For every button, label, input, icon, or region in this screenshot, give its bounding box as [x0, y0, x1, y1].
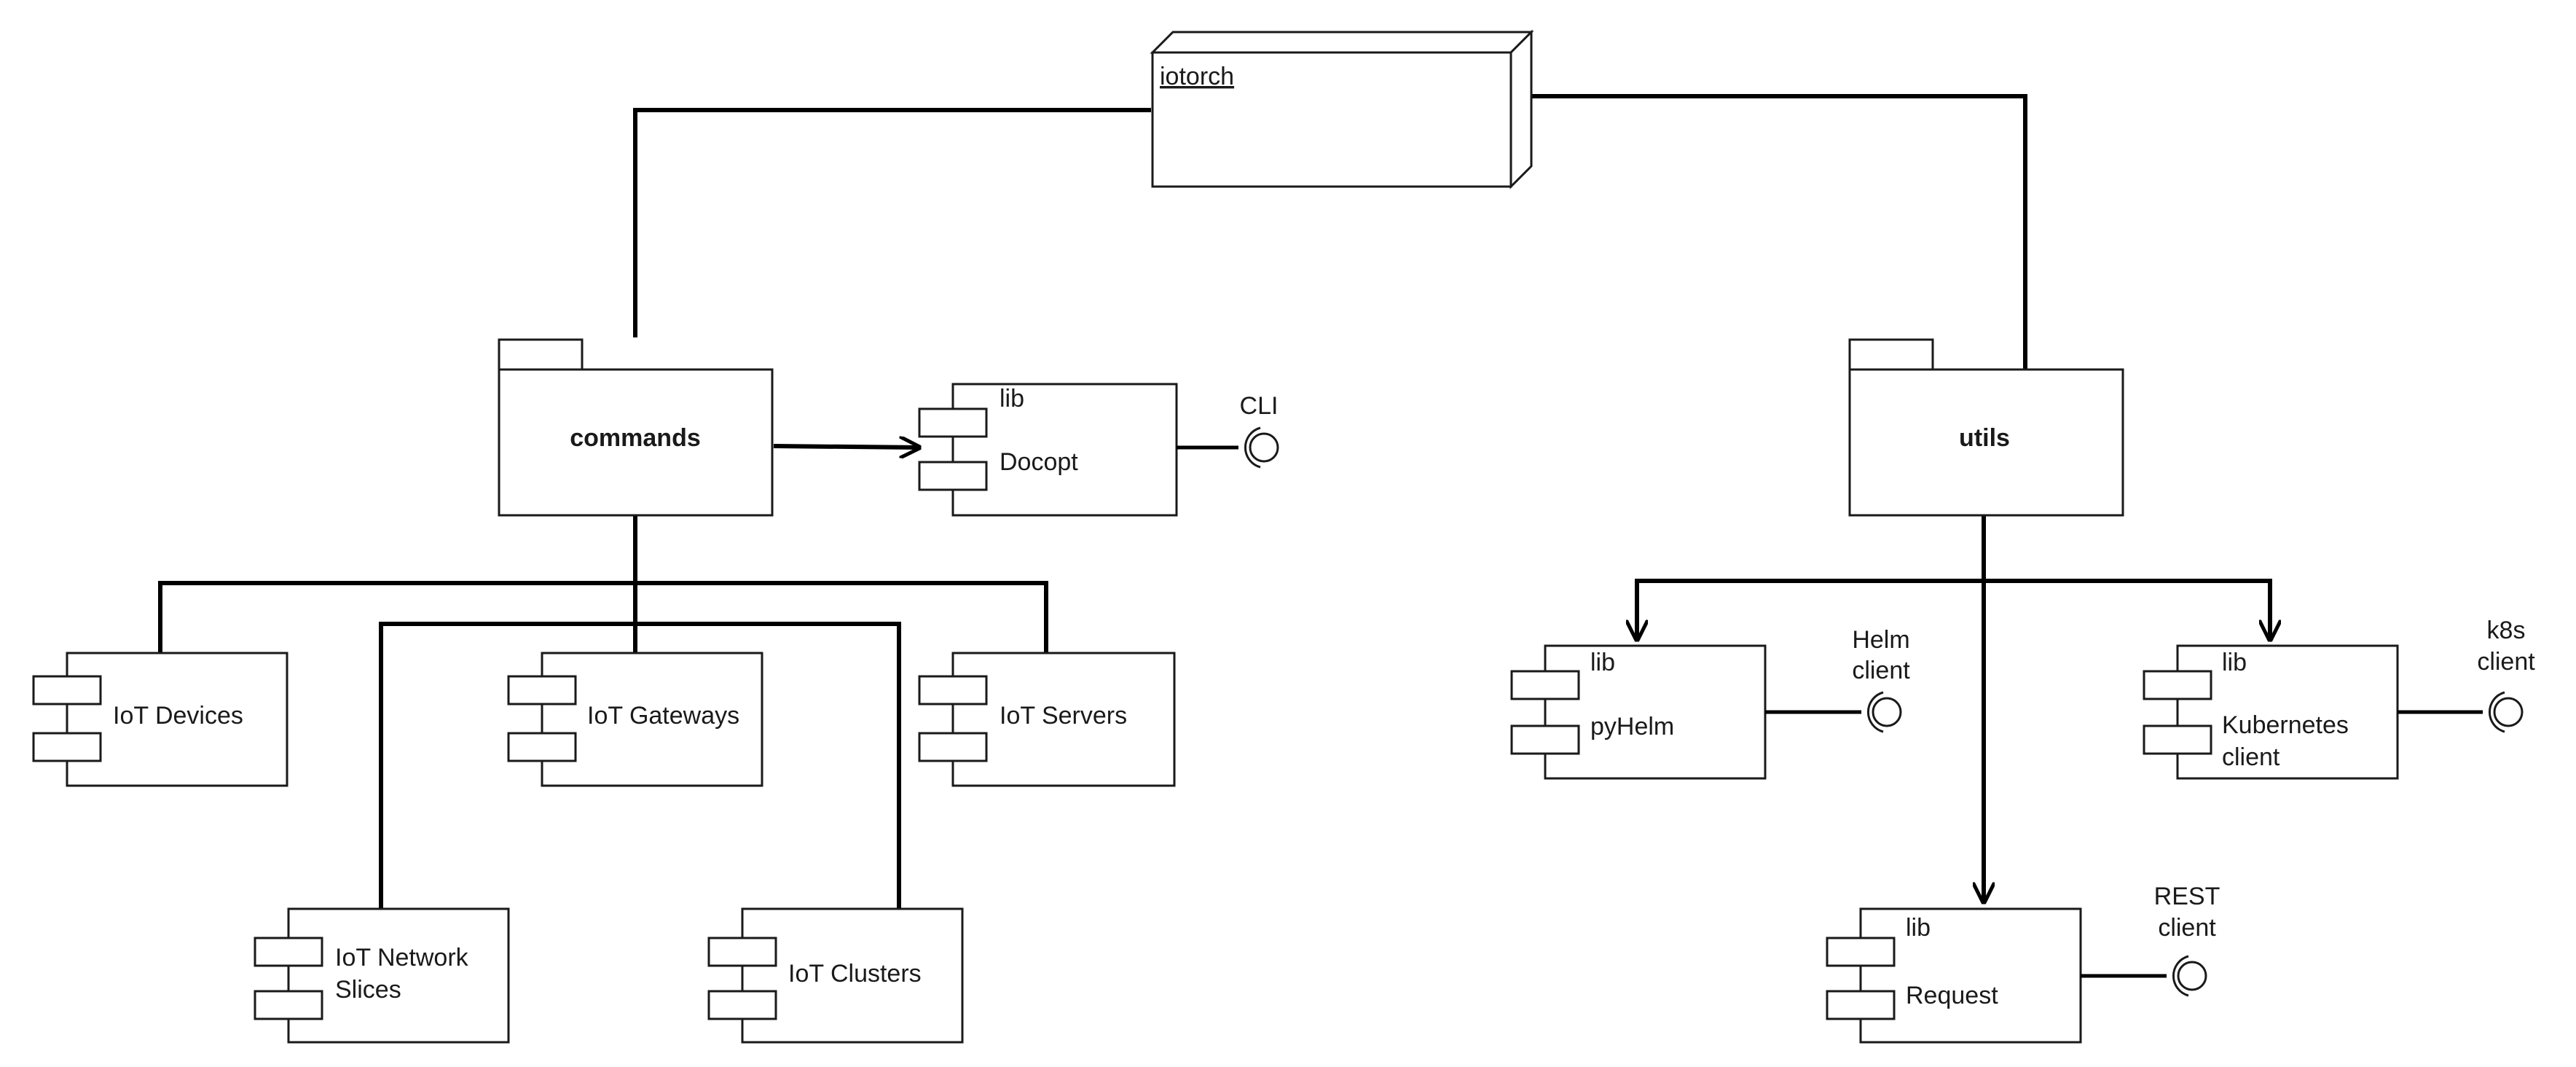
component-body	[287, 907, 510, 1044]
component-body	[66, 652, 288, 787]
component-port-bottom	[918, 732, 988, 762]
component-name: IoT Gateways	[587, 702, 739, 730]
component-stereotype: lib	[1906, 914, 1931, 942]
component-port-top	[707, 937, 777, 967]
interface-label-line1: Helm	[1852, 626, 1909, 654]
interface-rest-client: REST client	[2081, 883, 2220, 997]
component-port-bottom	[1826, 990, 1896, 1020]
component-iot-devices: IoT Devices	[32, 652, 288, 787]
interface-label-line2: client	[2477, 648, 2535, 676]
component-iot-network-slices: IoT Network Slices	[254, 907, 510, 1044]
interface-helm-client: Helm client	[1765, 626, 1910, 733]
node-side-face	[1509, 29, 1533, 189]
interface-label-line1: k8s	[2487, 617, 2526, 644]
component-port-top	[2143, 670, 2212, 700]
component-pyhelm: lib pyHelm	[1510, 644, 1767, 780]
interface-label-line2: client	[2158, 914, 2216, 942]
component-body	[1544, 644, 1767, 780]
component-name: IoT Servers	[1000, 702, 1127, 730]
component-name: IoT Clusters	[788, 960, 922, 988]
component-port-bottom	[32, 732, 102, 762]
component-port-top	[254, 937, 323, 967]
package-name: utils	[1959, 424, 2010, 452]
component-name: Docopt	[1000, 448, 1078, 476]
component-stereotype: lib	[1590, 649, 1615, 676]
edge-utils-pyhelm	[1637, 579, 1984, 640]
component-port-bottom	[1510, 724, 1580, 755]
edge-commands-bus-lower	[379, 622, 901, 909]
component-name-line2: Slices	[335, 976, 401, 1004]
component-port-top	[1510, 670, 1580, 700]
node-iotorch: iotorch	[1150, 29, 1534, 189]
node-front-face	[1151, 51, 1512, 188]
component-name: IoT Devices	[113, 702, 243, 730]
package-body	[498, 368, 774, 517]
package-commands: commands	[498, 338, 774, 517]
node-top-face	[1150, 31, 1534, 54]
component-port-bottom	[707, 990, 777, 1020]
connectors	[158, 94, 2270, 909]
component-iot-gateways: IoT Gateways	[507, 652, 763, 787]
interface-label-line1: REST	[2154, 883, 2220, 910]
interface-ball	[2493, 697, 2524, 727]
component-kubernetes-client: lib Kubernetes client	[2143, 644, 2399, 780]
interface-ball	[1249, 432, 1279, 463]
package-body	[1848, 368, 2124, 517]
component-port-top	[1826, 937, 1896, 967]
component-docopt: lib Docopt	[918, 383, 1178, 517]
package-tab	[498, 338, 584, 371]
component-request: lib Request	[1826, 907, 2082, 1044]
edge-commands-docopt	[773, 446, 919, 447]
interface-socket	[2488, 691, 2505, 733]
component-body	[951, 383, 1178, 517]
component-body	[741, 907, 964, 1044]
component-port-top	[32, 675, 102, 706]
component-name: pyHelm	[1590, 713, 1674, 740]
interface-socket	[1866, 691, 1884, 733]
interface-label-line2: client	[1852, 657, 1910, 684]
edge-utils-kubernetes	[1984, 579, 2270, 640]
edge-commands-bus-upper	[158, 581, 1048, 653]
component-stereotype: lib	[1000, 385, 1024, 413]
interface-ball	[1872, 697, 1902, 727]
package-tab	[1848, 338, 1934, 371]
component-name: Request	[1906, 982, 1998, 1009]
component-stereotype: lib	[2222, 649, 2247, 676]
component-iot-servers: IoT Servers	[918, 652, 1176, 787]
interface-socket	[2172, 955, 2189, 997]
component-name-line1: Kubernetes	[2222, 711, 2349, 739]
component-port-bottom	[254, 990, 323, 1020]
component-port-bottom	[507, 732, 577, 762]
package-name: commands	[570, 424, 701, 452]
component-body	[951, 652, 1176, 787]
component-port-bottom	[918, 461, 988, 491]
component-port-top	[918, 675, 988, 706]
component-body	[1859, 907, 2082, 1044]
edge-iotorch-commands	[633, 108, 1151, 337]
component-body	[541, 652, 763, 787]
component-name-line2: client	[2222, 743, 2280, 771]
package-utils: utils	[1848, 338, 2124, 517]
interface-ball	[2177, 961, 2207, 991]
component-port-bottom	[2143, 724, 2212, 755]
node-name: iotorch	[1160, 63, 1234, 90]
interface-cli: CLI	[1177, 392, 1279, 469]
component-port-top	[507, 675, 577, 706]
component-body	[2176, 644, 2399, 780]
component-port-top	[918, 407, 988, 438]
interface-label: CLI	[1240, 392, 1279, 420]
component-iot-clusters: IoT Clusters	[707, 907, 964, 1044]
interface-socket	[1244, 426, 1261, 469]
component-name-line1: IoT Network	[335, 944, 469, 972]
edge-iotorch-utils	[1531, 94, 2027, 370]
interface-k8s-client: k8s client	[2398, 617, 2535, 733]
